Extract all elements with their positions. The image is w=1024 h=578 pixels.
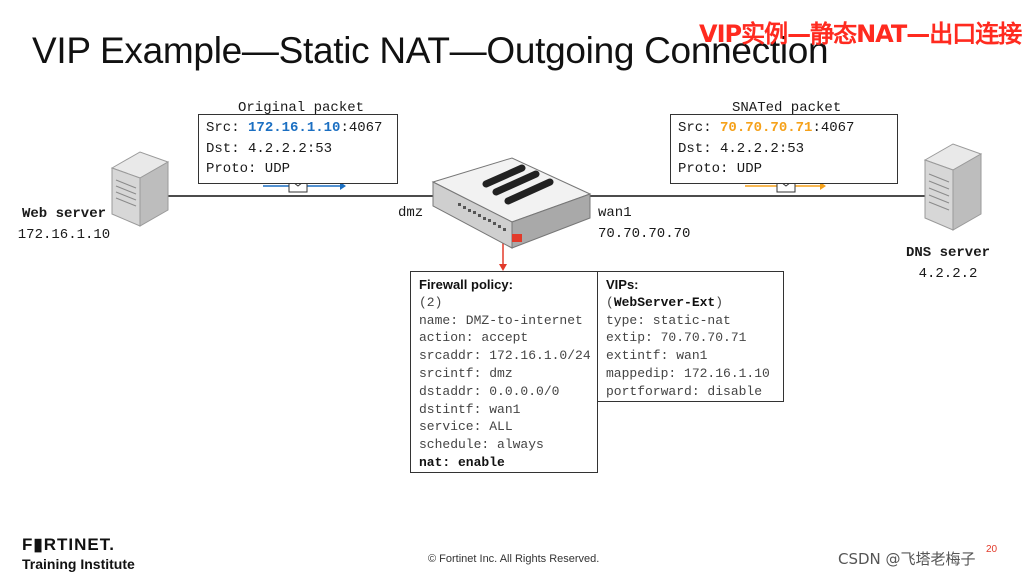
fortinet-logo: F▮RTINET. Training Institute bbox=[22, 536, 135, 574]
firewall-policy-line: srcintf: dmz bbox=[419, 365, 589, 383]
firewall-policy-line: name: DMZ-to-internet bbox=[419, 312, 589, 330]
snated-packet-src: Src: 70.70.70.71:4067 bbox=[678, 118, 890, 139]
firewall-policy-nat: nat: enable bbox=[419, 454, 589, 472]
firewall-policy-line: (2) bbox=[419, 294, 589, 312]
dns-server-label: DNS server 4.2.2.2 bbox=[898, 243, 998, 285]
wan1-ip: 70.70.70.70 bbox=[598, 224, 690, 245]
fortinet-brand: F▮RTINET. bbox=[22, 536, 135, 554]
vip-line: portforward: disable bbox=[606, 383, 775, 401]
snated-packet-proto: Proto: UDP bbox=[678, 159, 890, 180]
firewall-policy-box: Firewall policy: (2)name: DMZ-to-interne… bbox=[410, 271, 598, 473]
vip-line: mappedip: 172.16.1.10 bbox=[606, 365, 775, 383]
original-src-ip: 172.16.1.10 bbox=[248, 120, 340, 136]
dmz-interface-label: dmz bbox=[398, 203, 423, 224]
firewall-policy-heading: Firewall policy: bbox=[419, 276, 589, 294]
snated-src-ip: 70.70.70.71 bbox=[720, 120, 812, 136]
web-server-icon bbox=[112, 152, 168, 226]
snated-packet-box: Src: 70.70.70.71:4067 Dst: 4.2.2.2:53 Pr… bbox=[670, 114, 898, 184]
dns-server-icon bbox=[925, 144, 981, 230]
firewall-policy-line: action: accept bbox=[419, 329, 589, 347]
web-server-ip: 172.16.1.10 bbox=[14, 225, 114, 246]
original-packet-box: Src: 172.16.1.10:4067 Dst: 4.2.2.2:53 Pr… bbox=[198, 114, 398, 184]
csdn-watermark: CSDN @飞塔老梅子 bbox=[838, 548, 976, 569]
page-number: 20 bbox=[986, 544, 997, 555]
copyright-text: © Fortinet Inc. All Rights Reserved. bbox=[428, 553, 599, 565]
firewall-policy-line: service: ALL bbox=[419, 418, 589, 436]
snated-packet-dst: Dst: 4.2.2.2:53 bbox=[678, 139, 890, 160]
training-institute-label: Training Institute bbox=[22, 554, 135, 574]
wan1-name: wan1 bbox=[598, 203, 690, 224]
wan1-interface-label: wan1 70.70.70.70 bbox=[598, 203, 690, 245]
vip-name-line: (WebServer-Ext) bbox=[606, 294, 775, 312]
web-server-name: Web server bbox=[14, 204, 114, 225]
vip-line: extip: 70.70.70.71 bbox=[606, 329, 775, 347]
firewall-policy-line: schedule: always bbox=[419, 436, 589, 454]
original-packet-proto: Proto: UDP bbox=[206, 159, 390, 180]
dns-server-ip: 4.2.2.2 bbox=[898, 264, 998, 285]
original-packet-dst: Dst: 4.2.2.2:53 bbox=[206, 139, 390, 160]
firewall-appliance-icon bbox=[433, 158, 590, 248]
vip-line: extintf: wan1 bbox=[606, 347, 775, 365]
firewall-policy-line: dstaddr: 0.0.0.0/0 bbox=[419, 383, 589, 401]
dns-server-name: DNS server bbox=[898, 243, 998, 264]
original-packet-src: Src: 172.16.1.10:4067 bbox=[206, 118, 390, 139]
firewall-policy-line: dstintf: wan1 bbox=[419, 401, 589, 419]
vip-line: type: static-nat bbox=[606, 312, 775, 330]
vip-name: WebServer-Ext bbox=[614, 295, 715, 310]
vips-heading: VIPs: bbox=[606, 276, 775, 294]
firewall-policy-line: srcaddr: 172.16.1.0/24 bbox=[419, 347, 589, 365]
web-server-label: Web server 172.16.1.10 bbox=[14, 204, 114, 246]
